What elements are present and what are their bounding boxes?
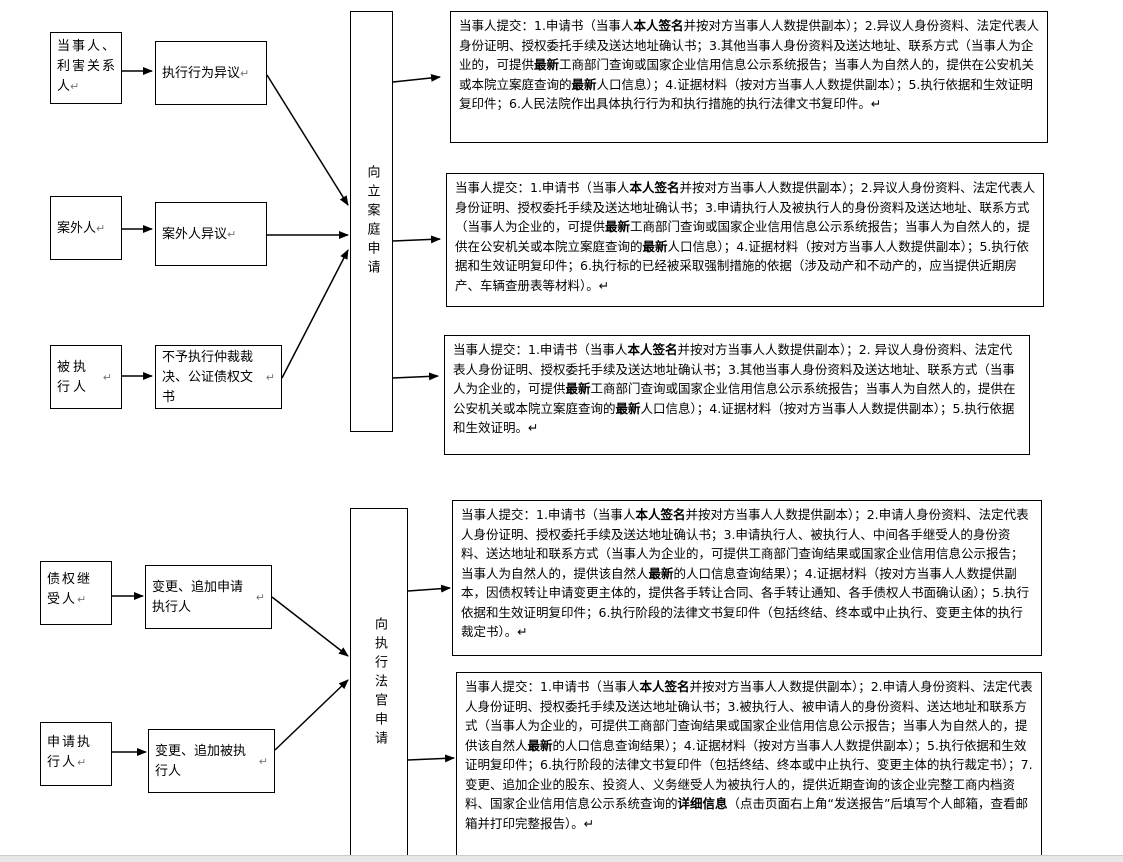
paragraph-mark: ↵ <box>96 222 106 235</box>
s1-source-debtor: 被执行人 ↵ <box>50 345 122 409</box>
s1-detail-2: 当事人提交：1.申请书（当事人本人签名并按对方当事人人数提供副本）；2.异议人身… <box>446 173 1044 307</box>
s2-source-applicant: 申请执行人↵ <box>40 722 112 786</box>
detail-bold: 本人签名 <box>629 180 680 195</box>
paragraph-mark: ↵ <box>70 80 80 93</box>
s1-type-outsider-objection: 案外人异议↵ <box>155 202 267 266</box>
detail-text: 当事人提交：1.申请书（当事人 <box>453 342 628 357</box>
detail-bold: 本人签名 <box>635 507 686 522</box>
detail-bold: 本人签名 <box>627 342 678 357</box>
s1-target-filing-division: 向立案庭申请 <box>350 11 393 432</box>
s1-detail-3: 当事人提交：1.申请书（当事人本人签名并按对方当事人人数提供副本）；2. 异议人… <box>444 335 1030 455</box>
detail-text: 人口信息）；4.证据材料（按对方当事人人数提供副本）；5.执行依据和生效证明复印… <box>459 76 1033 112</box>
arrow-s1-detail3 <box>392 372 439 381</box>
s1-type-non-enforcement-label: 不予执行仲裁裁决、公证债权文书 <box>162 350 254 405</box>
s2-source-applicant-label: 申请执行人 <box>47 735 93 770</box>
s1-detail-1: 当事人提交：1.申请书（当事人本人签名并按对方当事人人数提供副本）；2.异议人身… <box>450 11 1048 143</box>
detail-text: 工商部门查询或国家企业信用信息公示系统报告；当事人为自然人的，提供在公安机关或本… <box>459 57 1035 92</box>
paragraph-mark: ↵ <box>77 593 89 606</box>
s2-type-change-debtor: 变更、追加被执行人 ↵ <box>148 729 275 793</box>
detail-text: 人口信息）；4.证据材料（按对方当事人人数提供副本）；5.执行依据和生效证明。↵ <box>453 400 1015 436</box>
detail-text: 当事人提交：1.申请书（当事人 <box>461 507 636 522</box>
s1-source-outsider-label: 案外人 <box>57 221 97 236</box>
s2-type-change-applicant: 变更、追加申请执行人 ↵ <box>145 565 272 629</box>
detail-text: 人口信息）；4.证据材料（按对方当事人人数提供副本）；5.执行依据和生效证明复印… <box>455 238 1029 293</box>
detail-bold: 最新 <box>534 57 560 72</box>
s1-type-non-enforcement: 不予执行仲裁裁决、公证债权文书 ↵ <box>155 345 282 409</box>
s1-type-outsider-objection-label: 案外人异议 <box>162 227 228 242</box>
paragraph-mark: ↵ <box>77 756 89 769</box>
arrow-s2-detail1 <box>407 584 451 593</box>
detail-bold: 最新 <box>565 381 591 396</box>
detail-bold: 最新 <box>648 565 674 581</box>
detail-bold: 详细信息 <box>677 796 728 811</box>
detail-text: 工商部门查询或国家企业信用信息公示系统报告；当事人为自然人的，提供在公安机关或本… <box>453 381 1016 416</box>
s2-type-change-debtor-label: 变更、追加被执行人 <box>155 744 247 779</box>
detail-text: 的人口信息查询结果）；4.证据材料（按对方当事人人数提供副本，因债权转让申请变更… <box>461 565 1030 640</box>
s2-source-assignee: 债权继受人↵ <box>40 561 112 625</box>
arrow-s2-type2 <box>274 679 349 751</box>
s2-type-change-applicant-label: 变更、追加申请执行人 <box>152 580 244 615</box>
s2-detail-1: 当事人提交：1.申请书（当事人本人签名并按对方当事人人数提供副本）；2.申请人身… <box>452 500 1042 656</box>
detail-text: 并按对方当事人人数提供副本）；2.申请人身份资料、法定代表人身份证明、授权委托手… <box>465 679 1033 753</box>
s2-target-enforcement-judge: 向执行法官申请 <box>350 508 408 858</box>
detail-bold: 最新 <box>605 219 631 234</box>
paragraph-mark: ↵ <box>102 371 115 384</box>
paragraph-mark: ↵ <box>258 755 268 768</box>
s2-target-label: 向执行法官申请 <box>372 616 387 750</box>
detail-text: 并按对方当事人人数提供副本）；2.异议人身份资料、法定代表人身份证明、授权委托手… <box>455 180 1036 234</box>
paragraph-mark: ↵ <box>227 228 237 241</box>
paragraph-mark: ↵ <box>265 371 275 384</box>
s1-type-enforcement-objection: 执行行为异议↵ <box>155 41 267 105</box>
s1-source-outsider: 案外人↵ <box>50 196 122 260</box>
s1-type-enforcement-objection-label: 执行行为异议 <box>162 66 241 81</box>
detail-bold: 最新 <box>642 238 668 254</box>
s1-source-party: 当事人、利害关系人↵ <box>50 32 122 104</box>
detail-text: 工商部门查询或国家企业信用信息公示系统报告；当事人为自然人的，提供在公安机关或本… <box>455 219 1031 254</box>
arrow-s1-type1 <box>266 74 349 206</box>
arrow-s1-type3 <box>281 249 349 379</box>
paragraph-mark: ↵ <box>240 67 250 80</box>
detail-text: 当事人提交：1.申请书（当事人 <box>455 180 630 195</box>
detail-bold: 最新 <box>615 400 641 416</box>
detail-text: 并按对方当事人人数提供副本）；2.申请人身份资料、法定代表人身份证明、授权委托手… <box>461 507 1029 581</box>
detail-text: 并按对方当事人人数提供副本）；2.异议人身份资料、法定代表人身份证明、授权委托手… <box>459 18 1040 72</box>
detail-text: 并按对方当事人人数提供副本）；2. 异议人身份资料、法定代表人身份证明、授权委托… <box>453 342 1015 396</box>
detail-bold: 最新 <box>571 76 597 92</box>
detail-text: 当事人提交：1.申请书（当事人 <box>465 679 640 694</box>
window-bottom-edge <box>0 855 1123 862</box>
arrow-s2-type1 <box>271 596 349 657</box>
detail-text: 当事人提交：1.申请书（当事人 <box>459 18 634 33</box>
paragraph-mark: ↵ <box>255 591 265 604</box>
s1-source-party-label: 当事人、利害关系人 <box>57 39 115 94</box>
arrow-s2-detail2 <box>407 754 455 763</box>
detail-bold: 本人签名 <box>639 679 690 694</box>
s2-source-assignee-label: 债权继受人 <box>47 572 93 607</box>
arrow-s1-detail2 <box>392 235 441 244</box>
s1-target-label: 向立案庭申请 <box>364 164 380 279</box>
detail-text: 的人口信息查询结果）；4.证据材料（按对方当事人人数提供副本）；5.执行依据和生… <box>465 737 1033 812</box>
detail-bold: 最新 <box>527 737 553 753</box>
arrow-s1-detail1 <box>392 73 441 83</box>
s2-detail-2: 当事人提交：1.申请书（当事人本人签名并按对方当事人人数提供副本）；2.申请人身… <box>456 672 1042 856</box>
s1-source-debtor-label: 被执行人 <box>57 360 90 395</box>
detail-text: （点击页面右上角“发送报告”后填写个人邮箱，查看邮箱并打印完整报告）。↵ <box>465 796 1028 831</box>
detail-bold: 本人签名 <box>633 18 684 33</box>
